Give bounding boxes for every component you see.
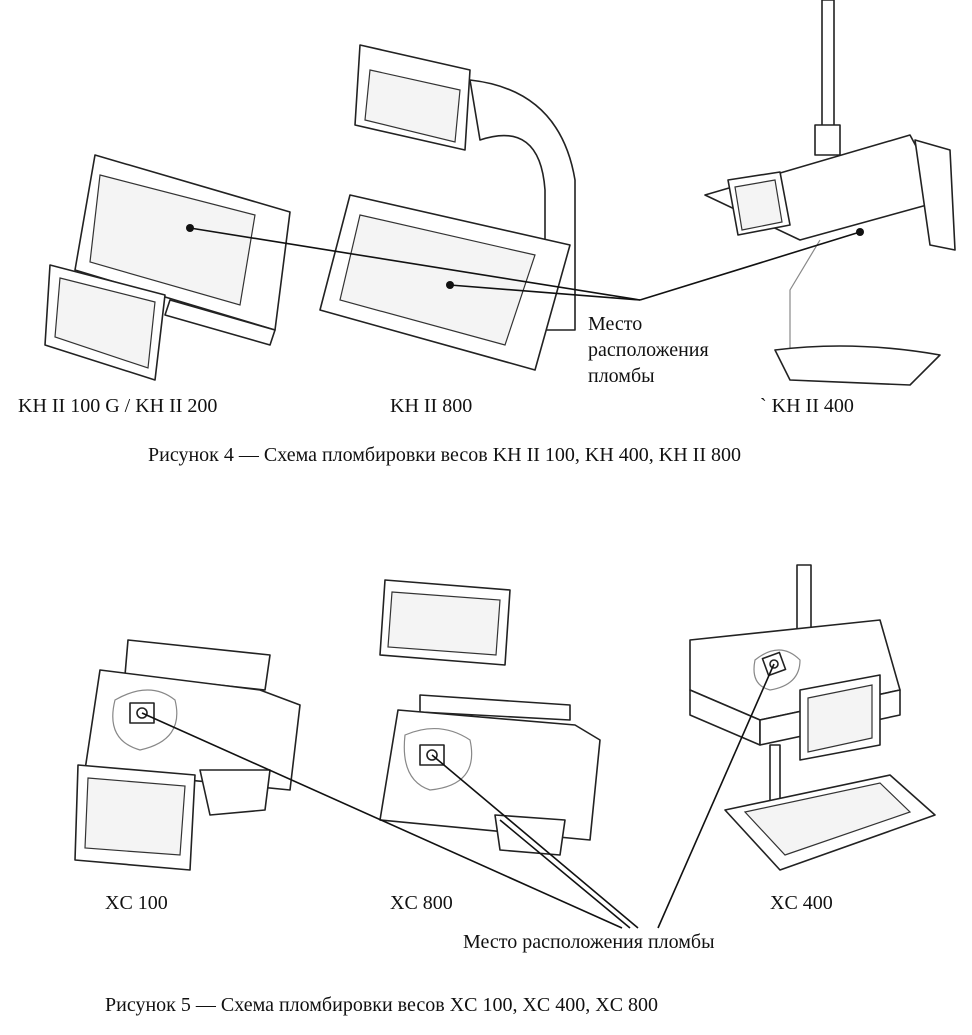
seal-location-line-1: Место bbox=[588, 313, 643, 335]
figure5-leader-lines bbox=[141, 663, 775, 929]
figure5-caption: Рисунок 5 — Схема пломбировки весов XC 1… bbox=[105, 994, 659, 1016]
scale-xc400-drawing bbox=[689, 564, 936, 871]
label-kh800: KH II 800 bbox=[390, 395, 473, 417]
label-kh100: KH II 100 G / KH II 200 bbox=[18, 395, 218, 417]
seal-location-line-2: расположения bbox=[588, 339, 709, 361]
scale-kh100-drawing bbox=[44, 154, 291, 381]
seal-location-label: Место расположения пломбы bbox=[463, 931, 715, 953]
scale-kh800-drawing bbox=[319, 44, 576, 371]
label-kh400: ` KH II 400 bbox=[760, 395, 854, 417]
figure4-leader-lines bbox=[186, 224, 864, 301]
label-xc800: XC 800 bbox=[390, 892, 453, 914]
label-xc400: XC 400 bbox=[770, 892, 833, 914]
scale-kh400-drawing bbox=[704, 0, 956, 386]
scale-xc800-drawing bbox=[379, 579, 601, 856]
scale-xc100-drawing bbox=[74, 639, 301, 871]
figure4-caption: Рисунок 4 — Схема пломбировки весов KH I… bbox=[148, 444, 741, 466]
seal-location-line-3: пломбы bbox=[588, 365, 655, 387]
label-xc100: XC 100 bbox=[105, 892, 168, 914]
